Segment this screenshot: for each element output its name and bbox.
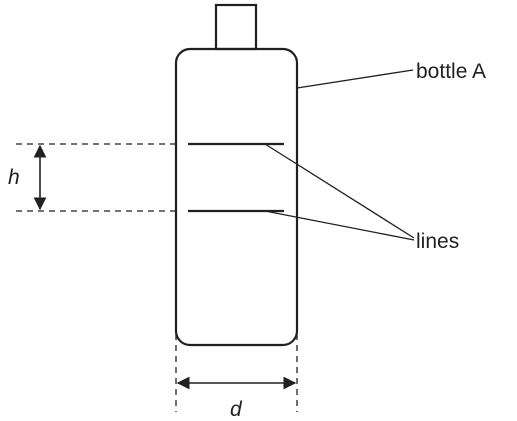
upper-line-leader (264, 143, 415, 239)
bottle-body (174, 47, 299, 347)
lower-line-leader (264, 210, 415, 241)
bottle-leader-line (296, 69, 414, 89)
bottle-cap (214, 3, 258, 51)
d-label: d (230, 398, 243, 421)
lines-label: lines (416, 230, 459, 253)
bottle-a-label: bottle A (416, 60, 486, 83)
h-label: h (8, 166, 20, 189)
